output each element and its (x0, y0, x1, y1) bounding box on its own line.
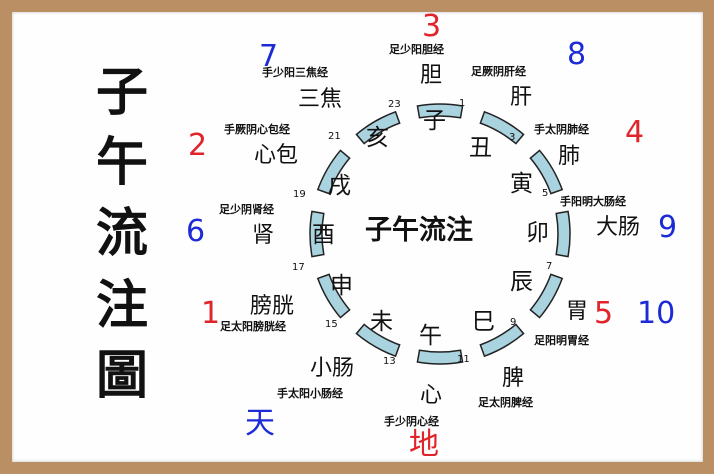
hour-5: 5 (542, 188, 549, 199)
ring-segment-zi (416, 103, 464, 119)
title-char-5: 圖 (96, 345, 149, 406)
hour-21: 21 (328, 131, 341, 142)
number-9: 9 (658, 210, 678, 245)
organ-wei: 胃 (566, 299, 589, 324)
meridian-clock-ring (309, 103, 571, 365)
ring-segment-you (309, 210, 325, 258)
meridian-dachang: 手阳明大肠经 (560, 195, 626, 208)
hour-17: 17 (292, 262, 305, 273)
meridian-fei: 手太阴肺经 (534, 123, 589, 136)
number-3: 3 (422, 12, 442, 44)
hour-7: 7 (546, 261, 553, 272)
meridian-xinbao: 手厥阴心包经 (224, 123, 290, 136)
meridian-wei: 足阳明胃经 (534, 334, 589, 347)
ring-segment-wu (416, 349, 464, 365)
branch-wei: 未 (370, 309, 393, 335)
diagram-canvas: 子 午 流 注 圖 子午流注 子 丑 寅 卯 辰 巳 午 未 申 酉 戌 亥 2… (12, 12, 703, 462)
ring-segment-hai (355, 110, 401, 145)
organ-dachang: 大肠 (596, 215, 641, 240)
organ-xinbao: 心包 (254, 143, 299, 168)
title-char-1: 子 (96, 62, 149, 123)
branch-you: 酉 (312, 222, 335, 248)
meridian-gan: 足厥阴肝经 (471, 65, 526, 78)
branch-hai: 亥 (366, 125, 389, 151)
number-8: 8 (567, 37, 587, 72)
branch-yin: 寅 (510, 171, 533, 197)
organ-gan: 肝 (510, 85, 533, 110)
title-char-4: 注 (96, 275, 149, 336)
center-title: 子午流注 (365, 215, 473, 246)
hour-1: 1 (459, 98, 466, 109)
ring-segment-mao (555, 210, 571, 258)
branch-chou: 丑 (469, 135, 492, 161)
ring-segment-si (479, 323, 525, 358)
ring-segment-wei (355, 323, 401, 358)
title-char-2: 午 (96, 132, 149, 193)
number-6: 6 (186, 214, 206, 249)
number-4: 4 (625, 115, 645, 150)
hour-9: 9 (510, 317, 517, 328)
organ-pangguang: 膀胱 (250, 294, 295, 319)
branch-wu: 午 (419, 323, 442, 349)
meridian-dan: 足少阳胆经 (389, 43, 444, 56)
hour-3: 3 (509, 132, 516, 143)
branch-chen: 辰 (510, 269, 533, 295)
hour-19: 19 (293, 189, 306, 200)
organ-xiaochang: 小肠 (310, 356, 355, 381)
organ-fei: 肺 (558, 144, 581, 169)
branch-si: 巳 (472, 309, 495, 335)
number-1: 1 (201, 296, 221, 331)
number-10: 10 (637, 296, 676, 331)
hour-15: 15 (325, 319, 338, 330)
meridian-xin: 手少阴心经 (384, 415, 439, 428)
ring-segment-yin (529, 149, 564, 195)
branch-zi: 子 (423, 108, 446, 134)
number-2: 2 (188, 128, 208, 163)
organ-sanjiao: 三焦 (298, 87, 343, 112)
number-7: 7 (259, 39, 279, 74)
organ-xin: 心 (420, 383, 443, 408)
title-char-3: 流 (96, 203, 149, 264)
meridian-pi: 足太阴脾经 (478, 396, 533, 409)
branch-xu: 戌 (328, 173, 351, 199)
organ-shen: 肾 (252, 223, 275, 248)
label-tian: 天 (245, 406, 275, 441)
organ-pi: 脾 (502, 366, 525, 391)
ring-segment-chou (479, 110, 525, 145)
ring-segment-chen (529, 273, 564, 319)
ring-segment-shen (316, 273, 351, 319)
ring-segment-xu (316, 149, 351, 195)
label-di: 地 (409, 427, 439, 462)
meridian-sanjiao: 手少阳三焦经 (262, 66, 328, 79)
hour-11: 11 (457, 354, 470, 365)
meridian-xiaochang: 手太阳小肠经 (277, 387, 343, 400)
organ-dan: 胆 (420, 63, 443, 88)
number-5: 5 (594, 296, 614, 331)
hour-23: 23 (388, 99, 401, 110)
branch-shen: 申 (330, 273, 353, 299)
branch-mao: 卯 (526, 220, 549, 246)
hour-13: 13 (383, 356, 396, 367)
meridian-pangguang: 足太阳膀胱经 (220, 320, 286, 333)
meridian-shen: 足少阴肾经 (219, 203, 274, 216)
